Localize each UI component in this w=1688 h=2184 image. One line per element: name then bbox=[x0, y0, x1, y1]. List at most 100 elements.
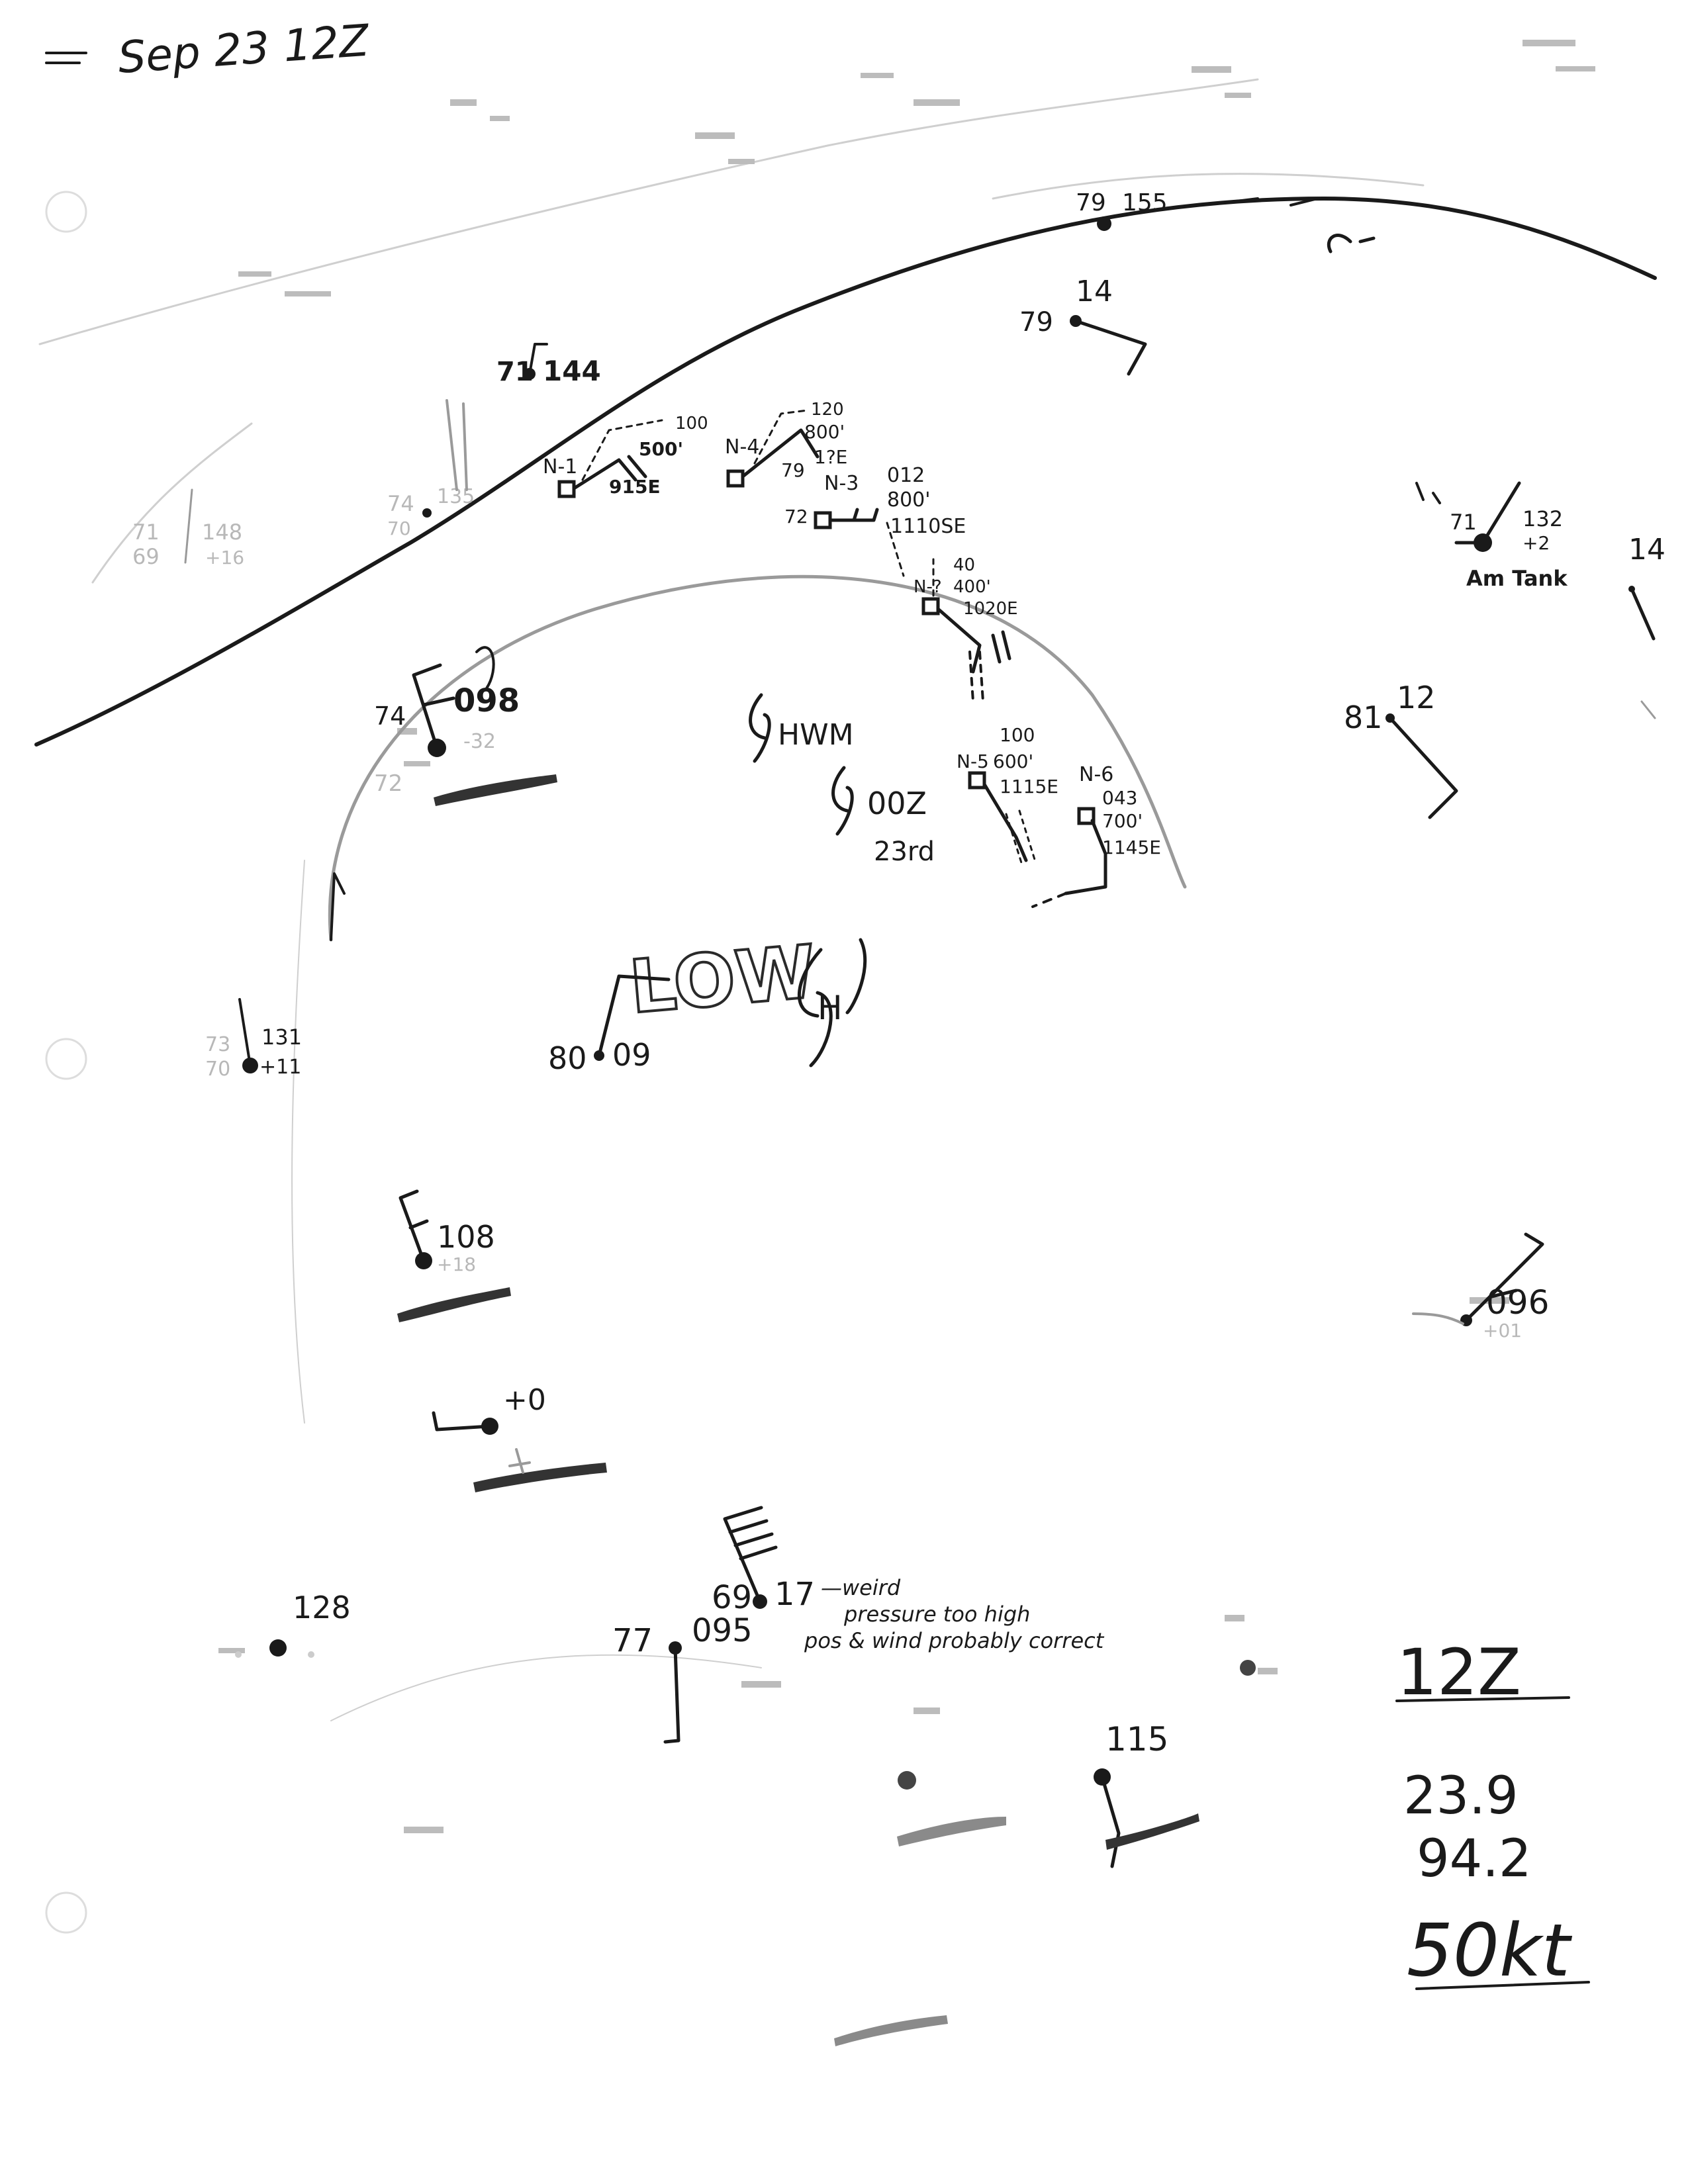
ships-3-note-text: 1020E bbox=[963, 599, 1018, 619]
stations-15-pressure-text: 095 bbox=[692, 1612, 753, 1649]
faint-background-lines bbox=[38, 78, 1425, 1934]
stations-12-tendency-text: +0 bbox=[503, 1383, 546, 1417]
header-scribble bbox=[45, 52, 87, 64]
ships-1-cloud-text: 120 bbox=[811, 400, 844, 420]
hurricane-symbol-00z: 00Z 23rd bbox=[831, 766, 935, 867]
stations-1-temp-text: 71 bbox=[496, 357, 534, 387]
stations-7-temp-text: 81 bbox=[1344, 700, 1383, 735]
stations-1-pressure-text: 144 bbox=[543, 355, 601, 387]
stations-4-wind-text: 14 bbox=[1076, 275, 1113, 308]
ships-4-label-text: N-5 bbox=[957, 751, 989, 772]
hwm-time: 00Z bbox=[867, 786, 927, 821]
station-108: 108 +18 bbox=[397, 1189, 511, 1322]
ships-3-label-text: N-? bbox=[914, 577, 942, 597]
ships-5-note-text: 1145E bbox=[1102, 837, 1161, 858]
ships-0-cloud-text: 100 bbox=[675, 414, 708, 433]
stations-11-pressure-text: 108 bbox=[437, 1219, 495, 1255]
summary-longitude: 94.2 bbox=[1417, 1829, 1532, 1889]
station-front-sw: 74 70 135 bbox=[387, 399, 475, 539]
station-81-12: 81 12 bbox=[1344, 680, 1458, 819]
station-77-095: 77 095 bbox=[612, 1612, 753, 1744]
stations-17-pressure-text: 115 bbox=[1105, 1720, 1168, 1758]
ships-1-note-text: 1?E bbox=[814, 446, 847, 468]
stations-3-dew-text: 69 bbox=[132, 544, 160, 569]
station-far-west: 71 69 148 +16 bbox=[132, 488, 244, 569]
station-front-west: 71 144 bbox=[496, 343, 601, 387]
station-amtank: 71 132 +2 Am Tank bbox=[1415, 481, 1568, 591]
stations-14-wind-text: 17 bbox=[774, 1576, 815, 1613]
stations-10-temp-text: 73 bbox=[205, 1033, 230, 1056]
ship-n-unknown: N-? 40 400' 1020E bbox=[914, 555, 1018, 703]
stations-8-dew-text: 72 bbox=[374, 770, 402, 797]
hwm-label: HWM bbox=[778, 718, 854, 752]
station-098: 74 72 098 -32 bbox=[374, 646, 557, 806]
ships-2-cloud-text: 012 bbox=[887, 464, 925, 487]
ships-1-label-text: N-4 bbox=[725, 435, 759, 459]
ship-n6: N-6 043 700' 1145E bbox=[1031, 763, 1161, 908]
ship-n4: N-4 120 800' 79 1?E bbox=[725, 400, 847, 488]
ship-n1: N-1 100 500' 915E bbox=[543, 414, 708, 498]
station-131: 73 70 131 +11 bbox=[205, 998, 302, 1081]
stations-10-dew-text: 70 bbox=[205, 1058, 230, 1081]
station-128: 128 bbox=[235, 1590, 351, 1658]
low-label: LOW bbox=[626, 929, 819, 1030]
front-line bbox=[34, 197, 1657, 747]
ship-n3: N-3 72 012 800' 1110SE bbox=[784, 464, 966, 577]
hurricane-symbol-hwm: HWM bbox=[749, 693, 854, 763]
stations-11-tendency-text: +18 bbox=[437, 1253, 476, 1275]
stations-3-pressure-text: 148 bbox=[202, 520, 242, 545]
ships-3-height-text: 400' bbox=[953, 577, 991, 597]
stations-8-tendency-text: -32 bbox=[463, 730, 496, 753]
stations-3-tendency-text: +16 bbox=[205, 547, 244, 569]
station-115: 115 bbox=[1094, 1720, 1199, 1868]
ships-5-cloud-text: 043 bbox=[1102, 787, 1137, 809]
ships-0-label-text: N-1 bbox=[543, 455, 577, 478]
summary-latitude: 23.9 bbox=[1403, 1766, 1519, 1826]
stations-4-temp-text: 79 bbox=[1019, 307, 1053, 338]
ships-4-height-text: 600' bbox=[993, 751, 1033, 772]
station-ne-front: 79 155 bbox=[1076, 189, 1376, 253]
stations-9-temp-text: 80 bbox=[548, 1040, 587, 1076]
ships-5-height-text: 700' bbox=[1102, 810, 1143, 832]
stations-7-wind-text: 12 bbox=[1397, 680, 1436, 715]
stations-6-wind-text: 14 bbox=[1628, 533, 1665, 567]
station-plus10: +0 bbox=[432, 1383, 607, 1492]
ships-4-note-text: 1115E bbox=[1000, 776, 1058, 797]
summary-time: 12Z bbox=[1397, 1635, 1521, 1709]
stations-3-temp-text: 71 bbox=[132, 520, 160, 545]
arc-arrowhead bbox=[330, 872, 346, 941]
stations-5-pressure-text: 132 bbox=[1523, 506, 1563, 531]
weird-note-3: pos & wind probably correct bbox=[804, 1628, 1105, 1653]
station-east-edge: 14 bbox=[1628, 533, 1665, 719]
station-096: 096 +01 bbox=[1412, 1232, 1549, 1342]
stations-0-pressure-text: 155 bbox=[1122, 189, 1168, 216]
weird-note-2: pressure too high bbox=[843, 1602, 1030, 1627]
ships-2-note-text: 1110SE bbox=[890, 515, 966, 538]
stations-0-temp-text: 79 bbox=[1076, 189, 1106, 216]
stations-10-pressure-text: 131 bbox=[261, 1024, 302, 1050]
ships-4-cloud-text: 100 bbox=[1000, 724, 1035, 746]
stations-8-temp-text: 74 bbox=[374, 702, 406, 731]
ships-2-temp-text: 72 bbox=[784, 506, 808, 527]
circulation-arc bbox=[328, 574, 1187, 942]
stations-2-temp-text: 74 bbox=[387, 491, 414, 516]
hurricane-label: H bbox=[818, 989, 843, 1027]
ships-1-temp-text: 79 bbox=[781, 459, 805, 481]
summary-panel: 12Z 23.9 94.2 50kt bbox=[1395, 1635, 1590, 1993]
faint-specks bbox=[218, 40, 1595, 1833]
stations-5-tendency-text: +2 bbox=[1523, 532, 1550, 554]
ships-3-cloud-text: 40 bbox=[953, 555, 975, 575]
ships-1-height-text: 800' bbox=[804, 421, 845, 443]
ships-5-label-text: N-6 bbox=[1079, 763, 1113, 786]
stations-10-tendency-text: +11 bbox=[259, 1056, 301, 1079]
stations-5-temp-text: 71 bbox=[1450, 510, 1477, 535]
stations-14-temp-text: 69 bbox=[712, 1579, 752, 1616]
ship-n5: N-5 100 600' 1115E bbox=[957, 724, 1058, 868]
station-weird: 69 17 —weird pressure too high pos & win… bbox=[712, 1506, 1105, 1653]
summary-wind: 50kt bbox=[1407, 1908, 1573, 1993]
stations-5-name-text: Am Tank bbox=[1466, 566, 1568, 591]
hurricane-symbol-h: H bbox=[797, 938, 867, 1068]
stations-2-dew-text: 70 bbox=[387, 518, 411, 539]
station-south-gray bbox=[834, 1660, 1256, 2046]
